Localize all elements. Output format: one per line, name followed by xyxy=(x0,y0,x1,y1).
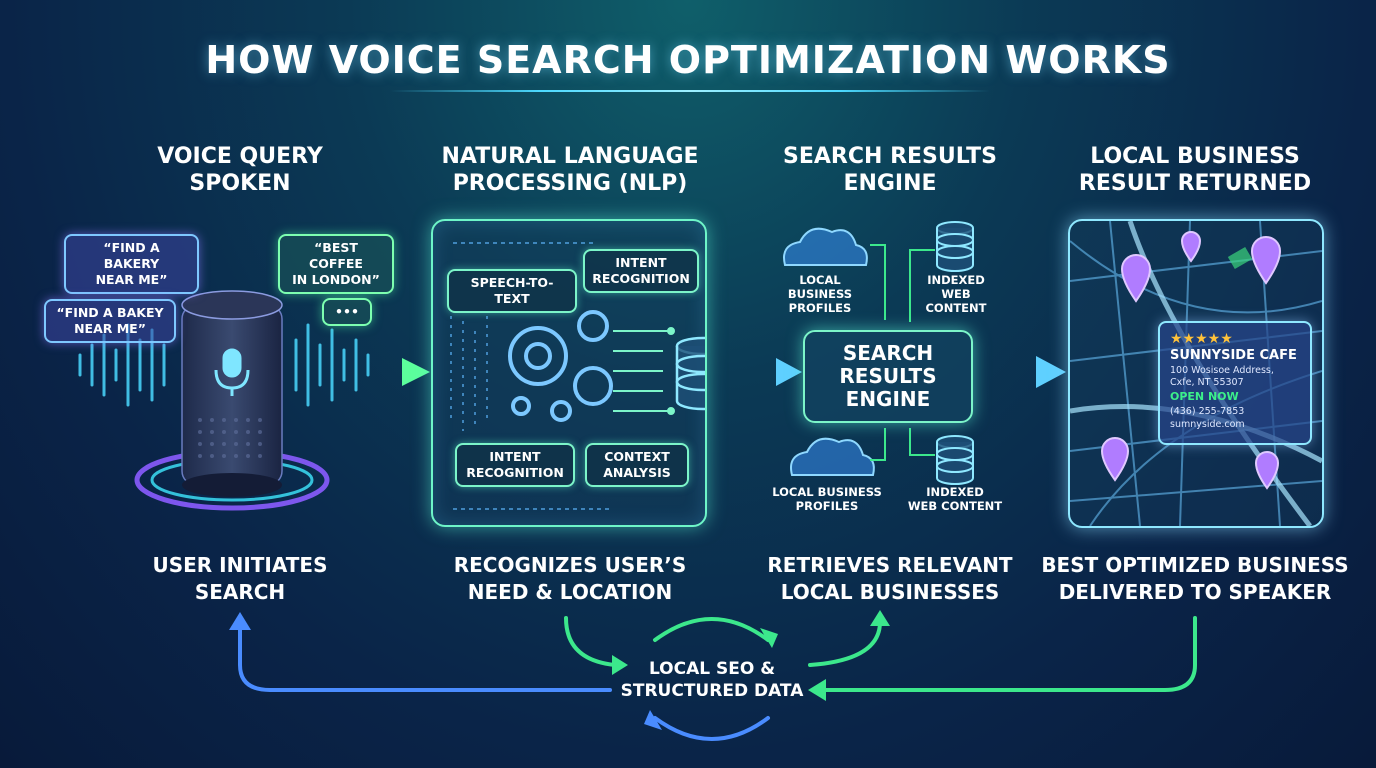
cloud-profiles-icon-top xyxy=(783,227,868,266)
step-1-caption: USER INITIATES SEARCH xyxy=(152,553,328,604)
feedback-loop xyxy=(229,610,1197,741)
step-2-heading: NATURAL LANGUAGE PROCESSING (NLP) xyxy=(441,144,699,196)
business-address: 100 Wosisoe Address, Cxfe, NT 55307 xyxy=(1170,365,1274,388)
typing-bubble: ••• xyxy=(322,298,372,326)
sound-wave-right xyxy=(294,323,370,407)
business-name: SUNNYSIDE CAFE xyxy=(1170,348,1297,363)
query-bubble-bakery: “FIND A BAKERY NEAR ME” xyxy=(64,234,199,294)
page-title: HOW VOICE SEARCH OPTIMIZATION WORKS xyxy=(205,38,1171,82)
nlp-graphics xyxy=(450,242,705,510)
label-indexed-web-content-top: INDEXED WEB CONTENT xyxy=(925,273,987,315)
step-4-caption: BEST OPTIMIZED BUSINESS DELIVERED TO SPE… xyxy=(1041,553,1349,604)
microphone-icon xyxy=(214,348,250,396)
arrow-1-2-head xyxy=(402,358,430,386)
gears-icon xyxy=(508,310,613,422)
rating-stars: ★★★★★ xyxy=(1170,331,1233,347)
step-2-caption: RECOGNIZES USER’S NEED & LOCATION xyxy=(453,553,687,604)
database-icon-bottom xyxy=(936,435,974,485)
search-results-engine-box: SEARCH RESULTS ENGINE xyxy=(803,330,973,423)
arrow-2-3-head xyxy=(776,358,802,386)
map-pin-icon xyxy=(1100,231,1282,490)
open-status-badge: OPEN NOW xyxy=(1170,390,1239,403)
title-divider xyxy=(390,90,990,92)
label-local-business-profiles-bottom: LOCAL BUSINESS PROFILES xyxy=(772,485,882,513)
step-3-heading: SEARCH RESULTS ENGINE xyxy=(783,144,997,196)
tag-context-analysis: CONTEXT ANALYSIS xyxy=(585,443,689,487)
business-website: sumnyside.com xyxy=(1170,419,1245,430)
cloud-profiles-icon-bottom xyxy=(790,437,875,476)
query-bubble-bakey: “FIND A BAKEY NEAR ME” xyxy=(44,299,176,343)
step-3-caption: RETRIEVES RELEVANT LOCAL BUSINESSES xyxy=(767,553,1013,604)
map-panel: ★★★★★ SUNNYSIDE CAFE 100 Wosisoe Address… xyxy=(1068,219,1324,528)
business-result-card[interactable]: ★★★★★ SUNNYSIDE CAFE 100 Wosisoe Address… xyxy=(1158,321,1312,445)
tag-intent-recognition-top: INTENT RECOGNITION xyxy=(583,249,699,293)
business-phone: (436) 255-7853 xyxy=(1170,406,1245,417)
query-bubble-coffee: “BEST COFFEE IN LONDON” xyxy=(278,234,394,294)
engine-graphics xyxy=(783,221,974,485)
step-1-heading: VOICE QUERY SPOKEN xyxy=(157,144,323,196)
tag-intent-recognition-bottom: INTENT RECOGNITION xyxy=(455,443,575,487)
local-seo-label: LOCAL SEO & STRUCTURED DATA xyxy=(620,659,804,701)
label-indexed-web-content-bottom: INDEXED WEB CONTENT xyxy=(907,485,1003,513)
label-local-business-profiles-top: LOCAL BUSINESS PROFILES xyxy=(787,273,853,315)
tag-speech-to-text: SPEECH-TO-TEXT xyxy=(447,269,577,313)
nlp-panel: SPEECH-TO-TEXT INTENT RECOGNITION INTENT… xyxy=(431,219,707,527)
database-icon-top xyxy=(936,221,974,272)
database-icon xyxy=(675,336,705,411)
step-4-heading: LOCAL BUSINESS RESULT RETURNED xyxy=(1078,144,1312,196)
arrow-3-4-head xyxy=(1036,356,1066,388)
